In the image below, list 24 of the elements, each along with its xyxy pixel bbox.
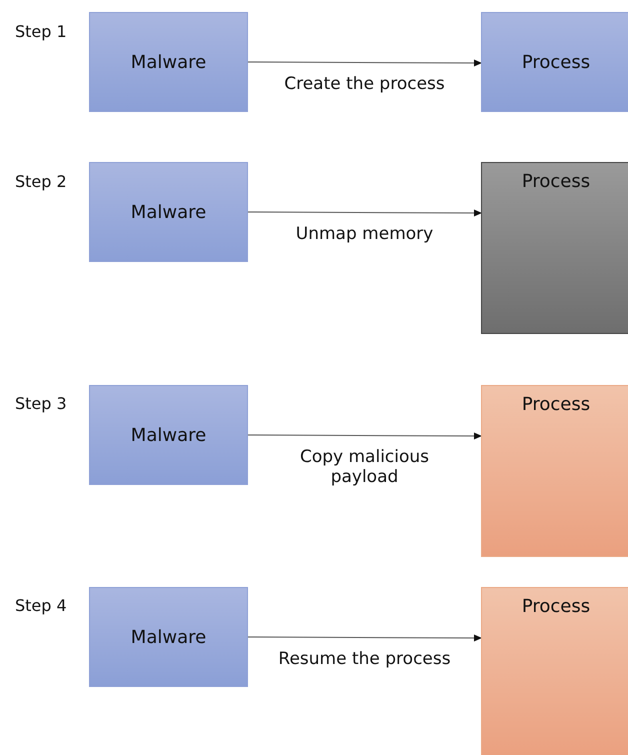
arrow: [248, 432, 482, 440]
step-label: Step 4: [15, 596, 67, 615]
box-label: Process: [522, 171, 590, 192]
box-label: Malware: [130, 424, 206, 446]
process-box: [89, 385, 248, 485]
step-label: Step 3: [15, 394, 67, 413]
process-box: [89, 162, 248, 262]
arrow: [248, 634, 482, 642]
arrow: [248, 209, 482, 216]
process-box: [481, 12, 628, 112]
process-box: [481, 385, 628, 557]
process-box: [481, 587, 628, 755]
box-label: Malware: [130, 202, 206, 222]
box-label: Malware: [130, 52, 206, 72]
box-label: Process: [522, 52, 590, 72]
box-label: Malware: [130, 626, 206, 648]
step-label: Step 1: [15, 22, 67, 41]
process-box: [89, 587, 248, 687]
arrow: [248, 59, 482, 66]
process-box: [481, 162, 628, 334]
box-label: Process: [522, 394, 590, 415]
box-label: Process: [522, 596, 590, 617]
process-box: [89, 12, 248, 112]
step-label: Step 2: [15, 172, 67, 191]
